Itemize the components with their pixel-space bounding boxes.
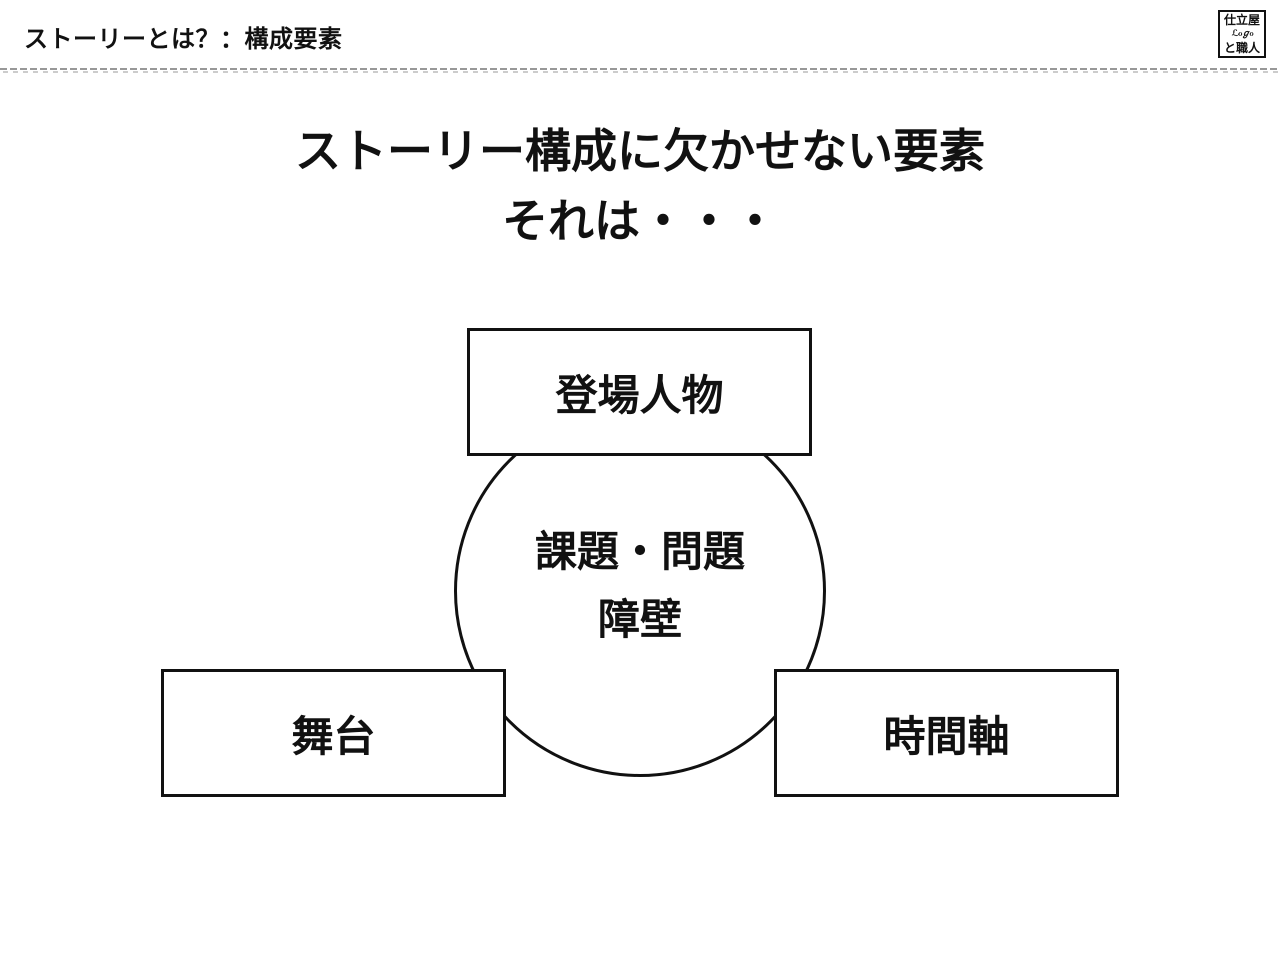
main-heading-line-2: それは・・・	[502, 194, 778, 248]
main-heading: ストーリー構成に欠かせない要素 それは・・・	[0, 118, 1280, 254]
center-label-line-2: 障壁	[597, 595, 682, 644]
logo-text-top: 仕立屋	[1223, 13, 1260, 27]
brand-logo: 仕立屋 ℒℴℊℴ と職人	[1218, 10, 1266, 58]
center-circle	[454, 405, 826, 777]
page-title: ストーリーとは？：構成要素	[24, 25, 343, 53]
box-timeline: 時間軸	[774, 669, 1119, 797]
logo-script-mark: ℒℴℊℴ	[1231, 29, 1253, 39]
center-circle-label: 課題・問題 障壁	[454, 518, 826, 654]
box-characters: 登場人物	[467, 328, 812, 456]
logo-text-bottom: と職人	[1223, 41, 1260, 55]
header-divider	[0, 68, 1280, 73]
center-label-line-1: 課題・問題	[534, 527, 745, 576]
box-setting: 舞台	[161, 669, 506, 797]
main-heading-line-1: ストーリー構成に欠かせない要素	[295, 124, 985, 178]
